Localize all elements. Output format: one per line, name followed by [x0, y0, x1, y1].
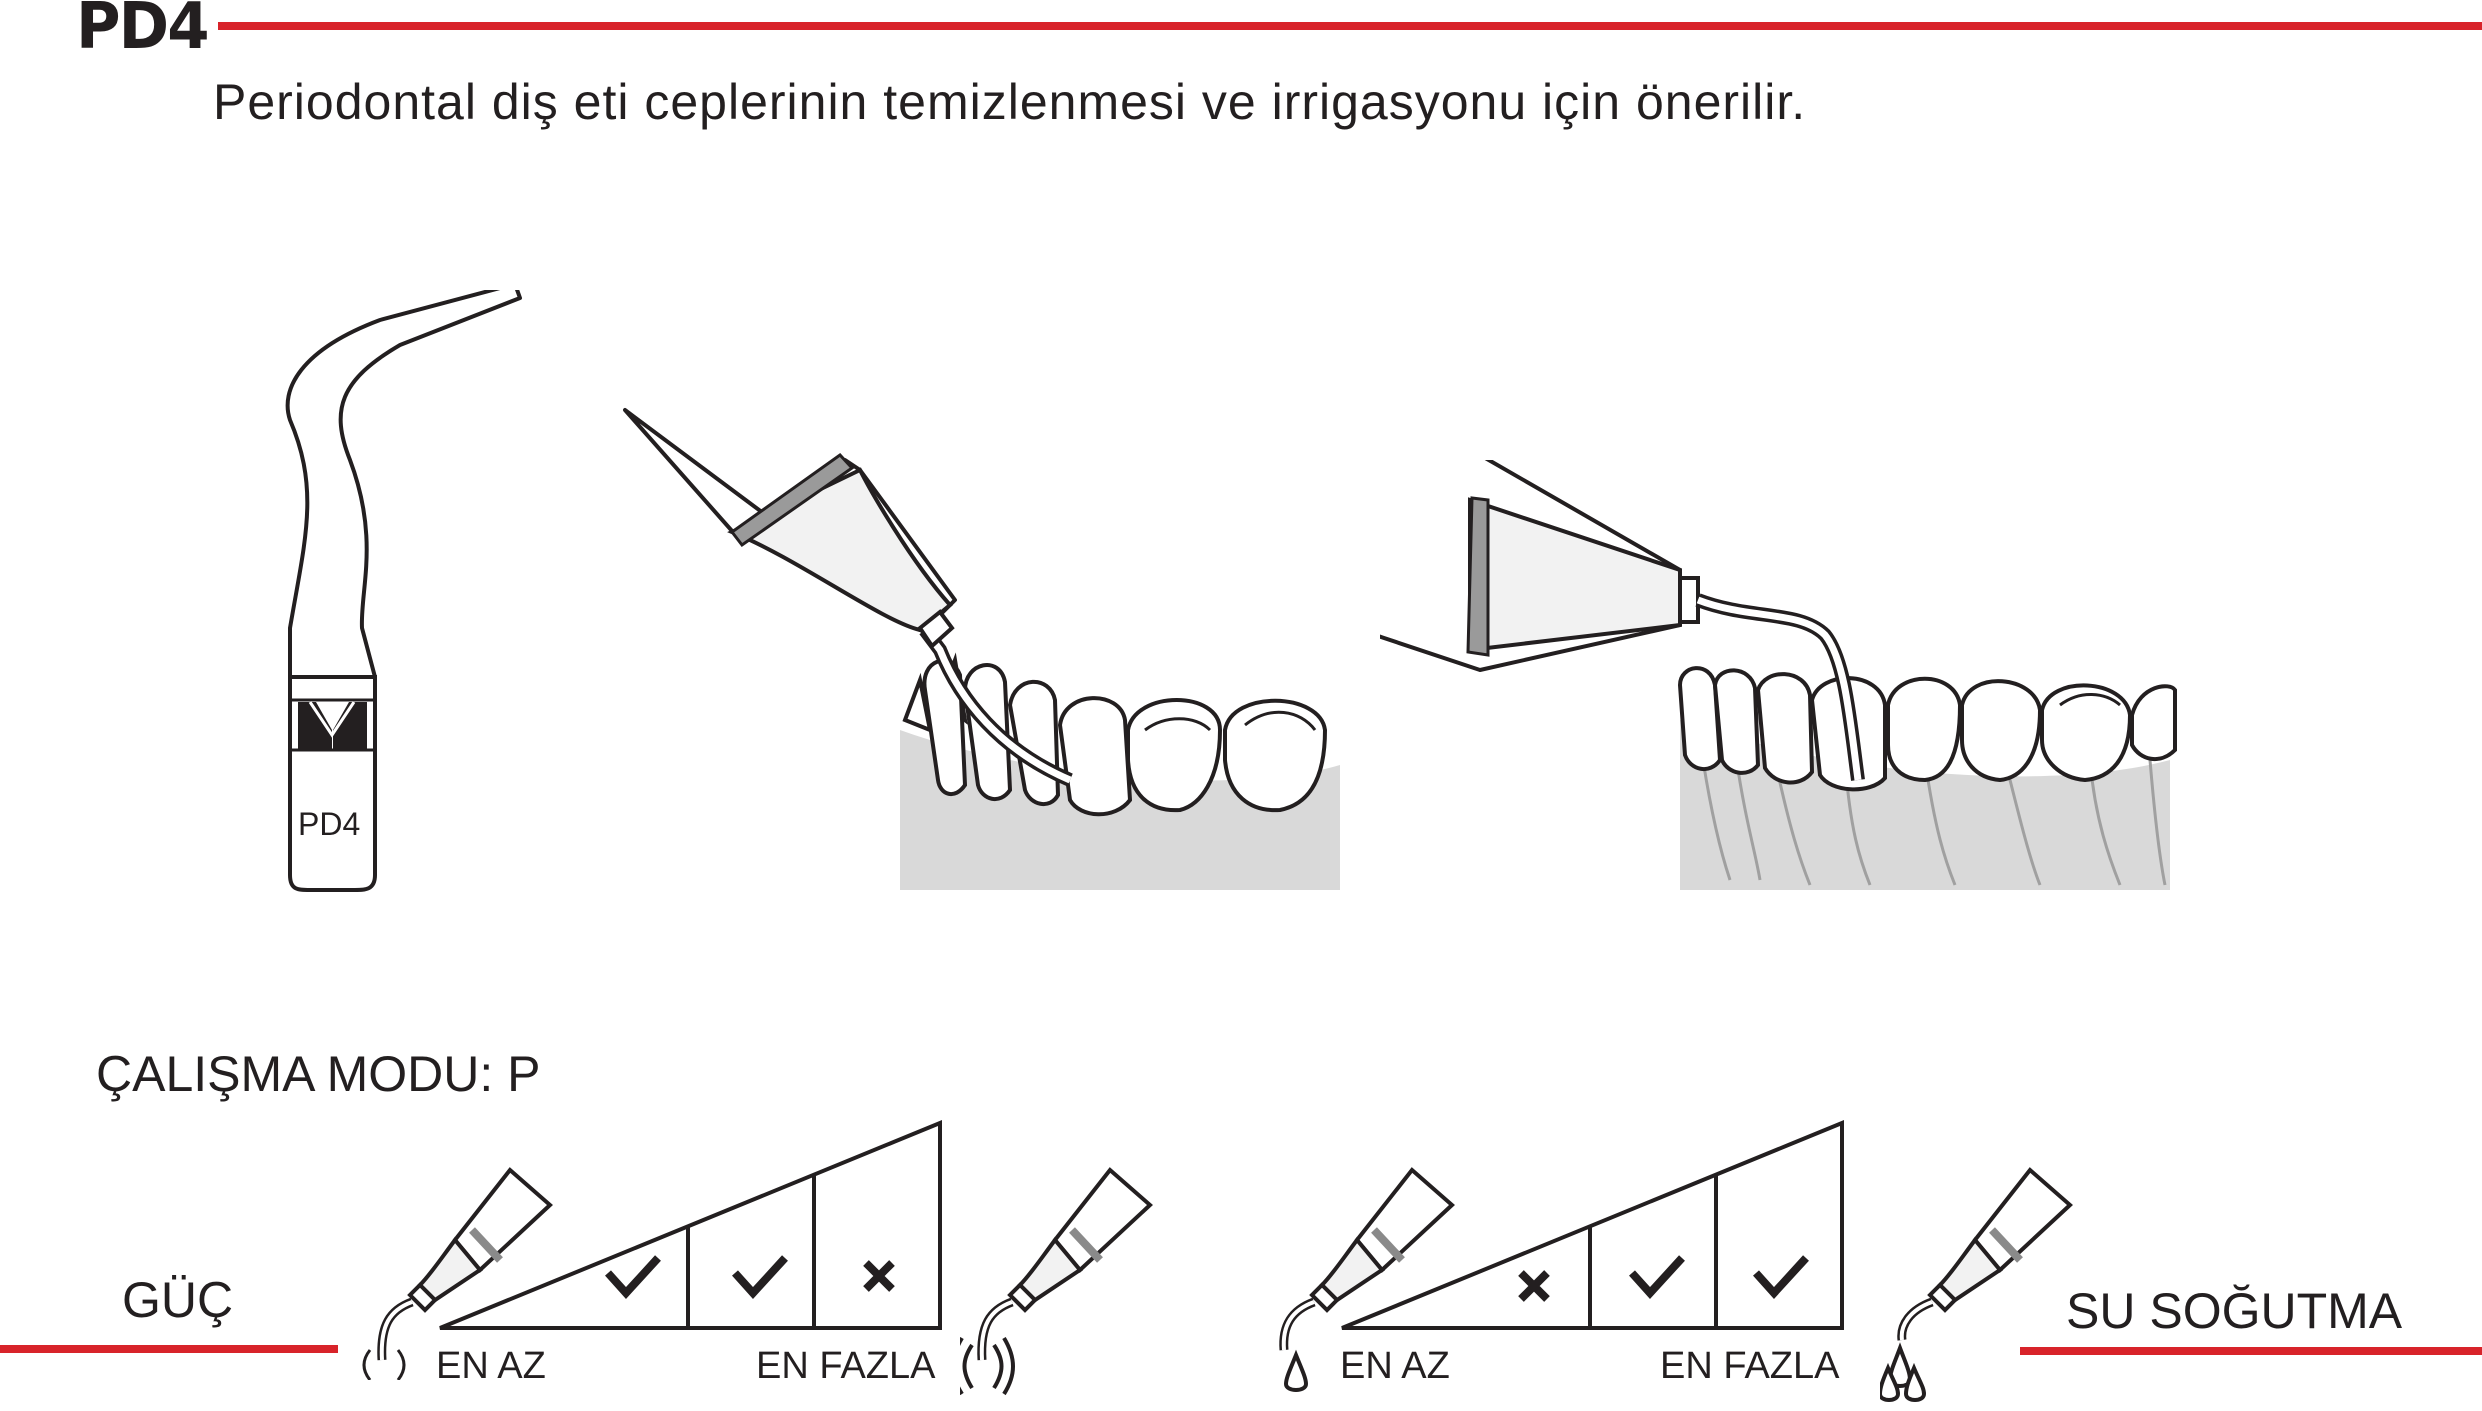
handpiece-low-vibration-icon: [362, 1167, 553, 1380]
handpiece-high-vibration-icon: [960, 1167, 1153, 1396]
product-code: PD4: [76, 0, 210, 64]
water-max-label: EN FAZLA: [1660, 1345, 1840, 1387]
power-max-label: EN FAZLA: [756, 1345, 936, 1387]
water-level-1-cross-icon: [1518, 1270, 1550, 1302]
power-level-3-cross-icon: [863, 1260, 895, 1292]
power-scale: [439, 1120, 942, 1330]
power-min-label: EN AZ: [436, 1345, 546, 1387]
header-rule: [218, 22, 2482, 30]
product-description: Periodontal diş eti ceplerinin temizlenm…: [213, 74, 1807, 130]
power-label: GÜÇ: [122, 1272, 234, 1328]
power-rule: [0, 1345, 338, 1353]
scene-front-teeth: [623, 408, 1340, 890]
power-level-1-check-icon: [605, 1255, 661, 1299]
scene-side-teeth: [1380, 460, 2177, 890]
water-scale: [1341, 1120, 1844, 1330]
water-cooling-label: SU SOĞUTMA: [2066, 1283, 2403, 1339]
water-level-2-check-icon: [1629, 1255, 1685, 1299]
tip-engraving: PD4: [298, 806, 360, 842]
water-min-label: EN AZ: [1340, 1345, 1450, 1387]
power-level-2-check-icon: [732, 1255, 788, 1299]
handpiece-low-water-icon: [1279, 1167, 1455, 1392]
tip-illustration: PD4: [285, 290, 522, 892]
water-level-3-check-icon: [1753, 1255, 1809, 1299]
water-rule: [2020, 1347, 2482, 1355]
handpiece-high-water-icon: [1880, 1167, 2073, 1402]
working-mode-label: ÇALIŞMA MODU: P: [96, 1046, 541, 1102]
